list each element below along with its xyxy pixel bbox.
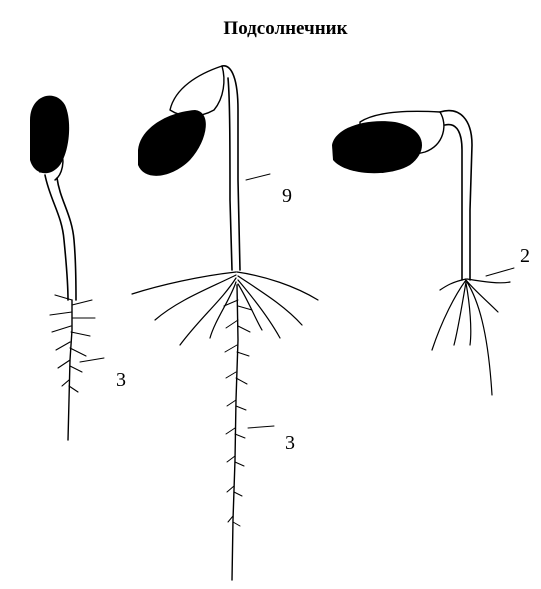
pointer-middle-root (248, 426, 274, 428)
taproot-left (68, 300, 72, 440)
hypocotyl-right (440, 111, 472, 280)
seedling-middle (132, 66, 318, 580)
seed-husk-middle (138, 110, 206, 176)
seed-husk-right (332, 121, 422, 173)
label-middle-hypocotyl: 9 (282, 185, 292, 208)
hypocotyl-left (45, 175, 76, 300)
seedling-right (332, 111, 514, 395)
pointer-right-roots (486, 268, 514, 276)
hypocotyl-middle (222, 66, 240, 270)
roots-right (432, 279, 510, 395)
label-right-roots: 2 (520, 245, 530, 268)
root-crown-middle (132, 272, 318, 345)
seed-coat-middle (170, 66, 224, 116)
taproot-middle (232, 285, 238, 580)
pointer-hypocotyl (246, 174, 270, 180)
pointer-left-root (80, 358, 104, 362)
label-left-root: 3 (116, 369, 126, 392)
seedling-left (30, 96, 104, 440)
label-middle-root: 3 (285, 432, 295, 455)
